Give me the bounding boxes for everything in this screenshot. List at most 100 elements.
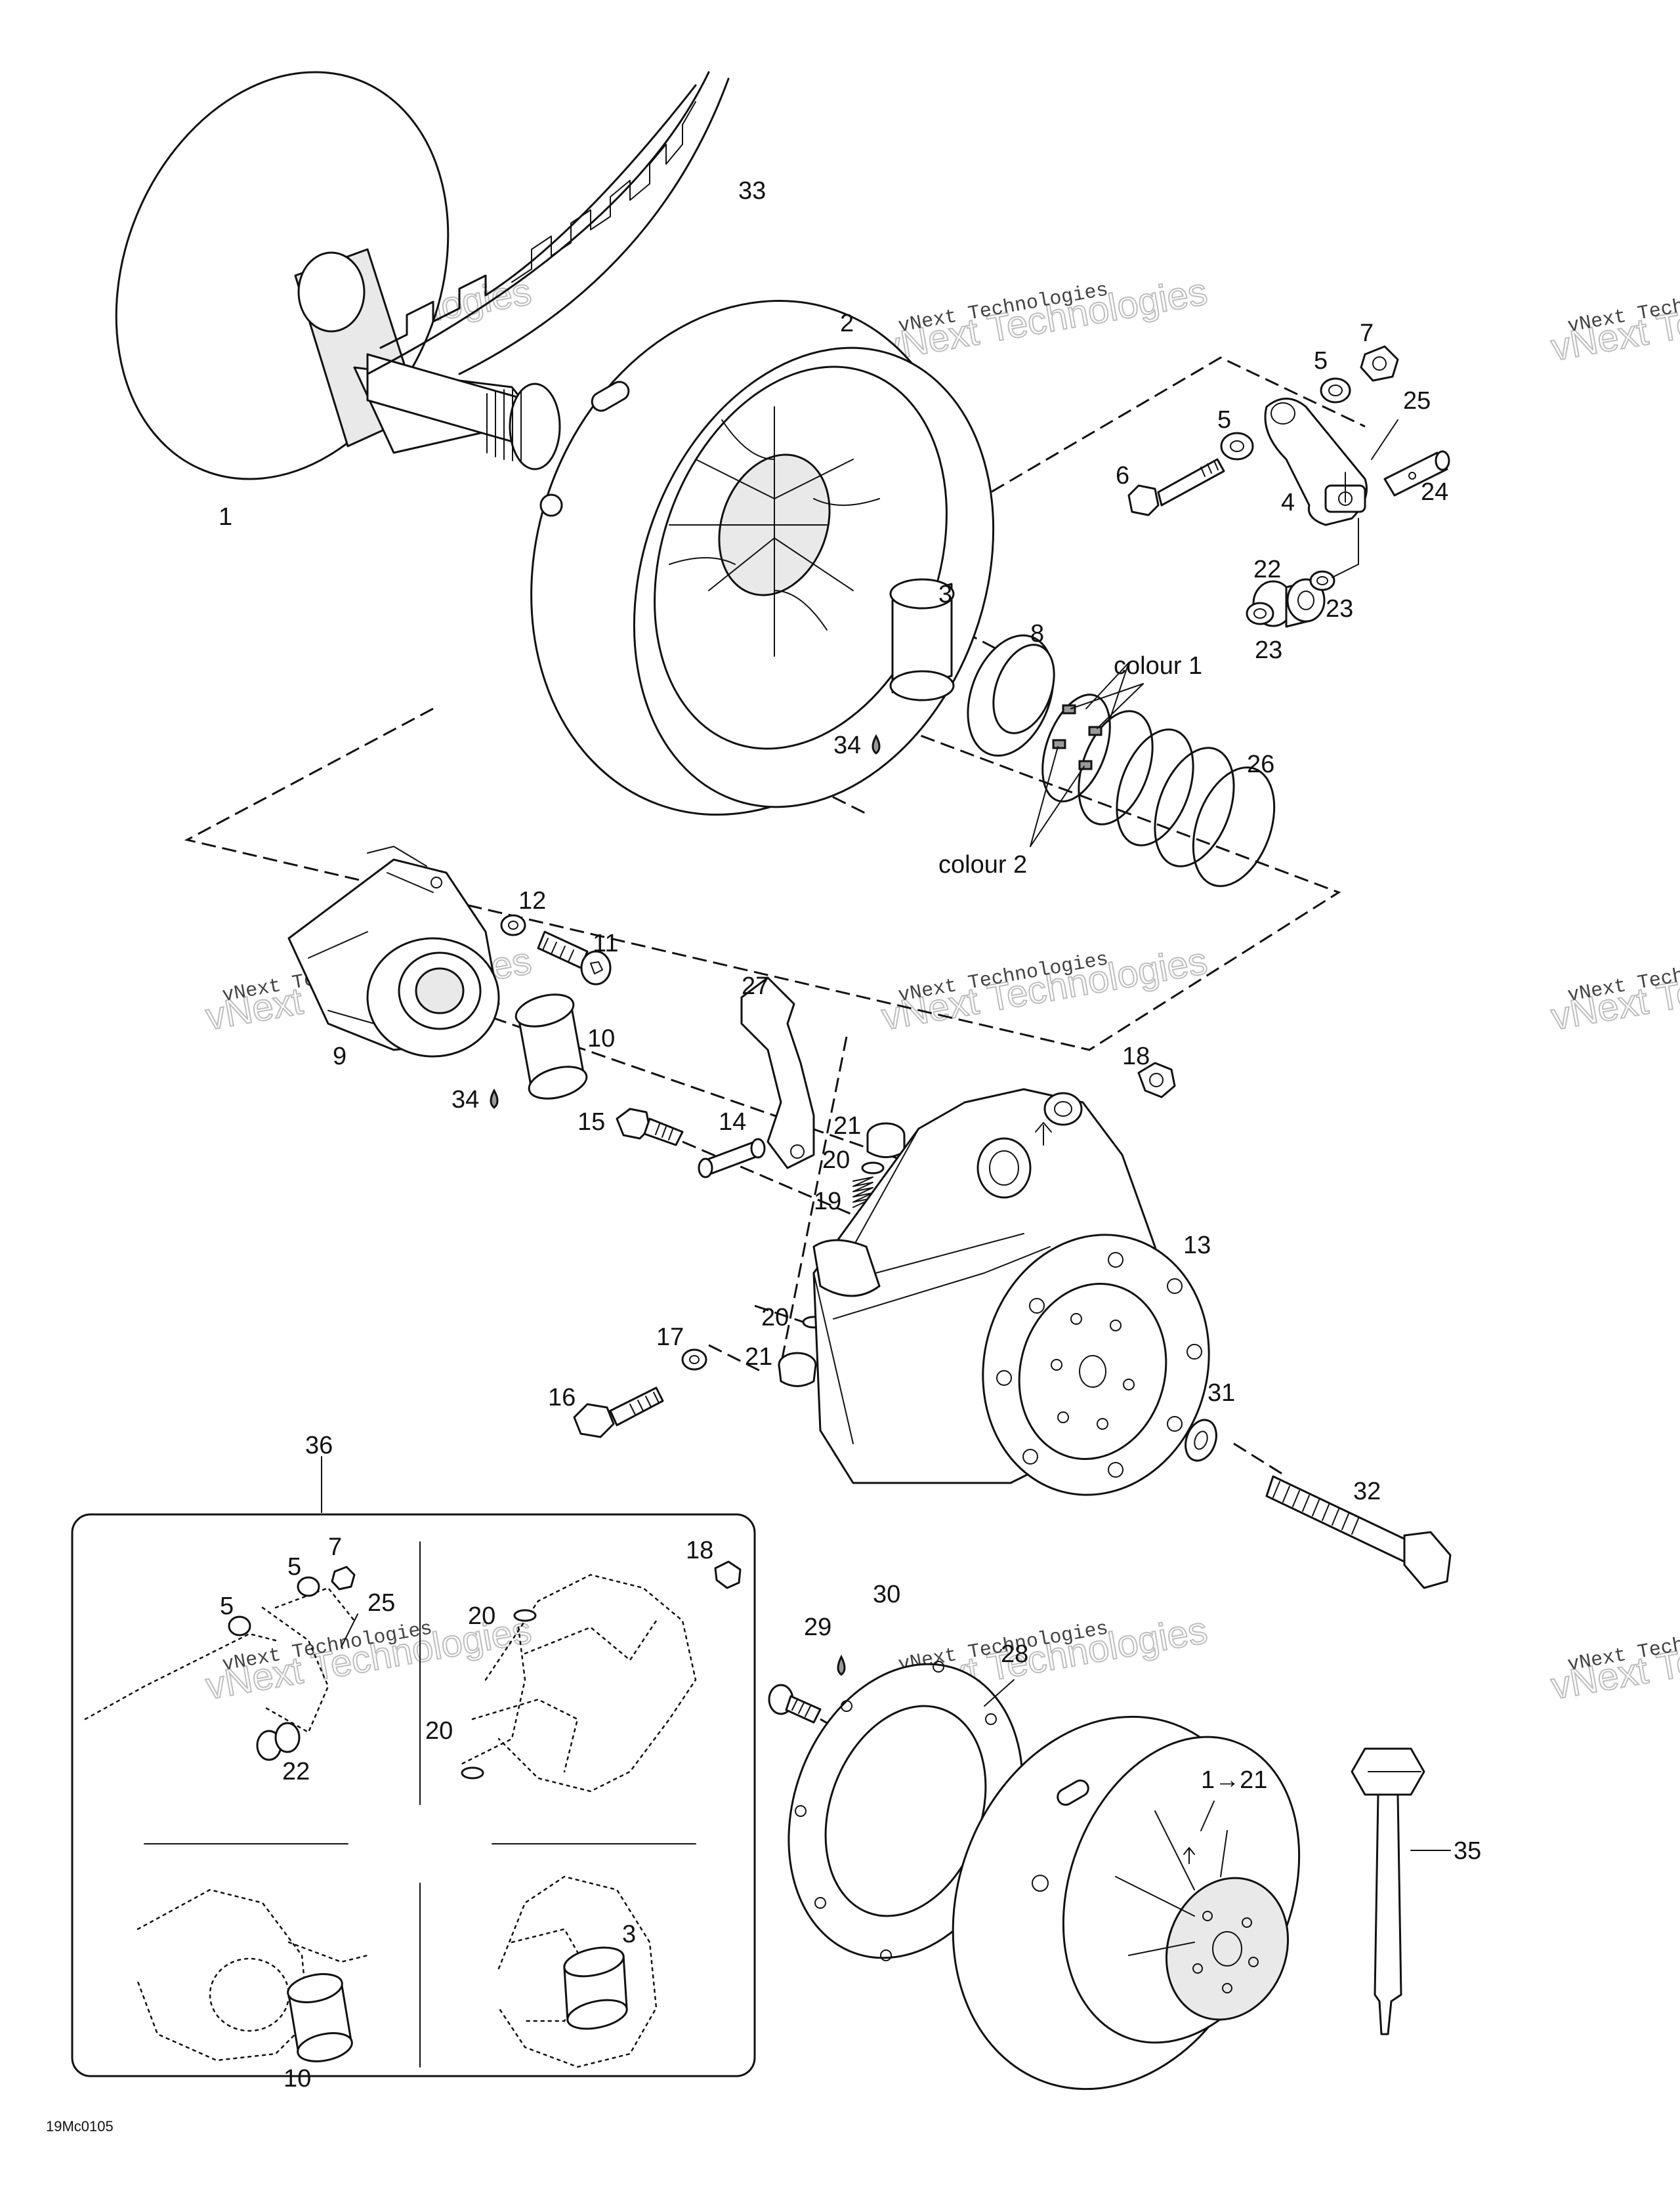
callout-18: 18 [1122, 1043, 1150, 1070]
bolt-16 [573, 1386, 664, 1438]
inset-callout-20-top: 20 [468, 1602, 495, 1630]
spring-26 [1030, 683, 1276, 887]
callout-9: 9 [333, 1043, 346, 1070]
pin-14 [698, 1138, 766, 1178]
callout-26: 26 [1247, 751, 1274, 778]
callout-14: 14 [719, 1108, 746, 1136]
washer-20-top [861, 1161, 885, 1175]
washer-12 [500, 914, 526, 936]
callout-20-top: 20 [822, 1146, 850, 1174]
callout-11: 11 [593, 930, 618, 957]
diagram-code: 19Mc0105 [46, 2118, 114, 2135]
callout-36: 36 [305, 1432, 333, 1459]
callout-5-mid: 5 [1217, 406, 1231, 434]
callout-23-right: 23 [1326, 595, 1353, 623]
arm-27 [740, 976, 815, 1169]
inset-callout-25: 25 [368, 1589, 395, 1617]
roller-lever-parts [1127, 345, 1450, 628]
callout-7: 7 [1360, 320, 1374, 347]
bolt-6 [1127, 458, 1225, 516]
inset-lever-detail [84, 1566, 358, 1761]
inset-callout-5-top: 5 [287, 1553, 301, 1581]
callout-32: 32 [1353, 1478, 1381, 1505]
washer-8 [967, 634, 1055, 757]
cap-21-top [866, 1122, 906, 1158]
callout-8: 8 [1030, 620, 1044, 648]
callout-25: 25 [1403, 387, 1431, 415]
screw-29 [768, 1684, 822, 1724]
inset-callout-labels: 5 5 7 25 22 18 20 20 3 10 [220, 1533, 713, 2093]
callout-12: 12 [518, 887, 546, 915]
callout-34-bottom: 34 [452, 1086, 479, 1114]
inset-callout-5-left: 5 [220, 1593, 234, 1620]
arrow-up-icon [1183, 1847, 1195, 1864]
arrow-up-icon [1035, 1122, 1052, 1146]
washer-23-right [1309, 570, 1335, 591]
inset-cover-detail [458, 1560, 742, 1793]
callout-20-bottom: 20 [761, 1304, 789, 1331]
washer-31 [1185, 1419, 1217, 1462]
callout-assembly: 1→21 [1201, 1766, 1267, 1794]
callout-28: 28 [1001, 1640, 1028, 1668]
leader-lines [984, 472, 1451, 1851]
spring-19 [852, 1177, 873, 1208]
callout-21-top: 21 [833, 1112, 861, 1140]
callout-5-top: 5 [1314, 347, 1328, 375]
callout-15: 15 [578, 1108, 605, 1136]
cotter-pin-25 [1371, 419, 1398, 460]
callout-1: 1 [219, 503, 232, 531]
bushing-10 [514, 993, 588, 1100]
callout-33: 33 [738, 177, 766, 205]
callout-21-bottom: 21 [745, 1343, 772, 1371]
callout-16: 16 [548, 1384, 576, 1411]
inset-callout-10: 10 [284, 2065, 311, 2093]
inset-36 [71, 1456, 756, 2077]
inset-callout-20-bottom: 20 [425, 1717, 453, 1745]
label-colour-1: colour 1 [1114, 652, 1202, 680]
callout-29: 29 [804, 1614, 831, 1641]
callout-23-left: 23 [1255, 636, 1282, 664]
cover-13 [812, 1088, 1210, 1496]
inset-callout-22: 22 [282, 1758, 310, 1785]
oil-drop-icon [837, 1654, 846, 1676]
washer-5-mid [1220, 432, 1254, 461]
callout-35: 35 [1454, 1837, 1481, 1865]
inset-spider-detail [136, 1888, 369, 2062]
callout-13: 13 [1183, 1232, 1211, 1259]
callout-24: 24 [1421, 478, 1448, 506]
callout-6: 6 [1116, 462, 1129, 489]
callout-2: 2 [840, 310, 854, 337]
inset-sheave-bushing-detail [497, 1875, 658, 2068]
drive-pulley-assembly [952, 1715, 1301, 2091]
callout-22: 22 [1253, 556, 1281, 583]
bolt-15 [616, 1108, 684, 1146]
callout-10: 10 [587, 1025, 615, 1052]
oil-drop-icon [490, 1088, 499, 1109]
oil-drop-icon [872, 734, 881, 755]
callout-4: 4 [1281, 489, 1295, 516]
callout-19: 19 [814, 1188, 841, 1215]
label-colour-2: colour 2 [938, 851, 1027, 879]
callout-31: 31 [1208, 1379, 1235, 1407]
washer-5-top [1320, 377, 1351, 404]
washer-23-left [1246, 602, 1274, 625]
callout-27: 27 [742, 972, 769, 1000]
spider-9 [287, 846, 500, 1058]
fixed-sheave [115, 71, 561, 480]
drive-belt [366, 71, 730, 375]
bolt-32 [1265, 1475, 1452, 1589]
pin-24 [1383, 450, 1450, 497]
washer-17 [681, 1348, 707, 1371]
cap-21-bottom [778, 1352, 817, 1387]
inset-callout-18: 18 [686, 1537, 713, 1564]
shaft-spline [486, 383, 561, 470]
callout-labels: 1 2 3 4 5 5 6 7 8 9 10 11 12 13 14 15 16… [219, 177, 1481, 1865]
screw-11 [537, 930, 612, 986]
callout-17: 17 [656, 1323, 684, 1351]
bushing-3 [889, 578, 955, 701]
callout-30: 30 [873, 1581, 900, 1608]
inset-callout-7: 7 [328, 1533, 342, 1561]
inset-callout-3: 3 [622, 1921, 636, 1948]
